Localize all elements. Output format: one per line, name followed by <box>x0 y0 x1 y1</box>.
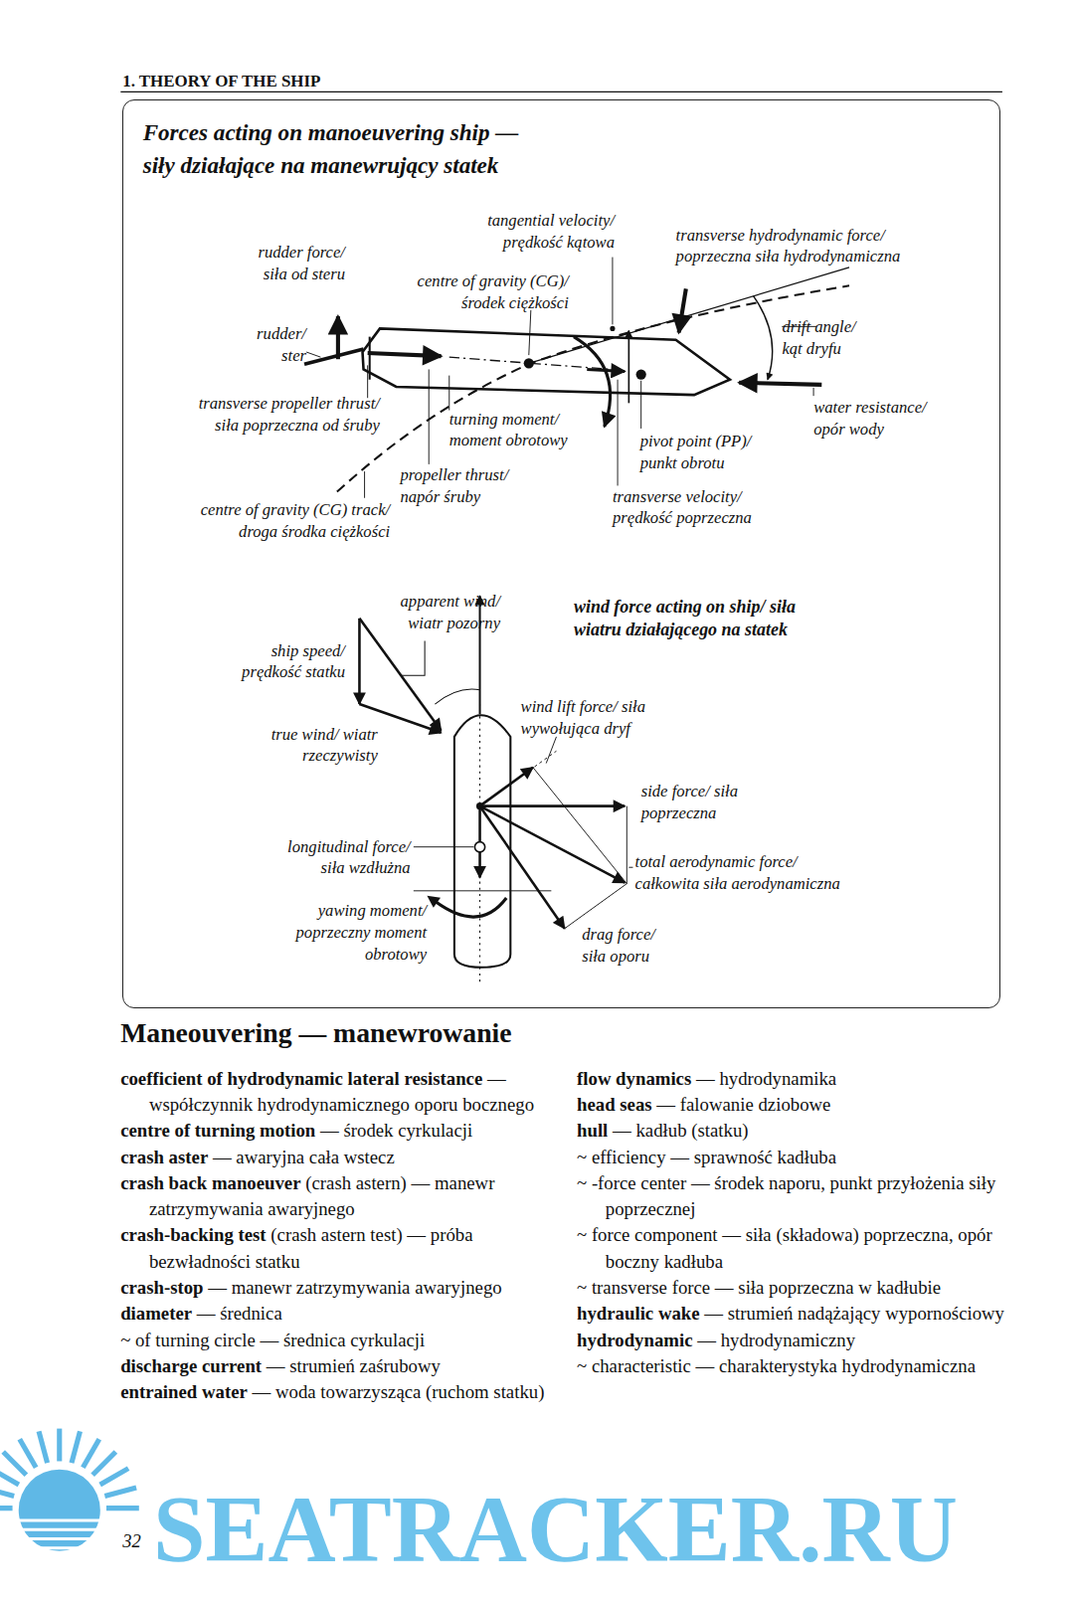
glossary-entry: head seas— falowanie dziobowe <box>576 1091 1016 1118</box>
glossary-definition: — średnica <box>196 1302 283 1324</box>
page-header: 1. THEORY OF THE SHIP <box>122 71 321 92</box>
glossary-subentry: ~ efficiency — sprawność kadłuba <box>576 1146 837 1168</box>
glossary-term: crash-backing test <box>120 1224 266 1246</box>
glossary-subentry: ~ transverse force — siła poprzeczna w k… <box>576 1276 941 1298</box>
force-label: true wind/ wiatr rzeczywisty <box>258 723 378 767</box>
glossary-term: diameter <box>120 1302 192 1324</box>
glossary-definition: — hydrodynamiczny <box>697 1329 856 1351</box>
glossary-definition: — awaryjna cała wstecz <box>212 1146 395 1168</box>
glossary-term: coefficient of hydrodynamic lateral resi… <box>120 1068 483 1089</box>
glossary-entry: flow dynamics— hydrodynamika <box>576 1066 1016 1092</box>
glossary-definition: — falowanie dziobowe <box>656 1093 831 1115</box>
force-label: pivot point (PP)/ punkt obrotu <box>640 430 757 474</box>
force-label: rudder/ ster <box>251 323 307 366</box>
glossary-column: coefficient of hydrodynamic lateral resi… <box>120 1066 559 1407</box>
glossary-entry: diameter— średnica <box>120 1300 559 1327</box>
glossary-term: hydraulic wake <box>576 1302 701 1324</box>
ship-manoeuvring <box>304 257 850 499</box>
force-label: turning moment/ moment obrotowy <box>449 408 573 452</box>
force-label: transverse propeller thrust/ siła poprze… <box>193 392 380 436</box>
header-rule <box>120 91 1003 93</box>
force-label: ship speed/ prędkość statku <box>236 640 346 684</box>
force-label: water resistance/ opór wody <box>813 396 931 440</box>
force-label: centre of gravity (CG) track/ droga środ… <box>195 499 391 542</box>
glossary-entry: ~ force component — siła (składowa) popr… <box>576 1222 1016 1275</box>
force-label: apparent wind/ wiatr pozorny <box>395 590 502 634</box>
force-label: wind lift force/ siła wywołująca dryf <box>521 696 665 739</box>
glossary-entry: coefficient of hydrodynamic lateral resi… <box>120 1066 559 1119</box>
glossary-entry: hydrodynamic— hydrodynamiczny <box>576 1327 1016 1354</box>
glossary-subentry: ~ force component — siła (składowa) popr… <box>576 1224 993 1271</box>
glossary-definition: — strumień nadążający wypornościowy <box>704 1302 1005 1324</box>
glossary-entry: ~ efficiency — sprawność kadłuba <box>576 1144 1016 1171</box>
diagram-heading: wind force acting on ship/ siła wiatru d… <box>573 595 823 643</box>
glossary-entry: discharge current— strumień zaśrubowy <box>120 1353 559 1380</box>
force-label: tangential velocity/ prędkość kątowa <box>482 209 615 253</box>
glossary-term: centre of turning motion <box>120 1119 316 1141</box>
glossary-definition: — manewr zatrzymywania awaryjnego <box>207 1276 502 1298</box>
glossary-term: entrained water <box>120 1381 248 1403</box>
force-label: yawing moment/ poprzeczny moment obrotow… <box>277 899 427 965</box>
force-label: longitudinal force/ siła wzdłużna <box>282 836 411 880</box>
glossary-subentry: ~ -force center — środek naporu, punkt p… <box>576 1172 996 1220</box>
force-label: rudder force/ siła od steru <box>252 241 346 285</box>
glossary-definition: — kadłub (statku) <box>612 1119 749 1141</box>
glossary-term: crash aster <box>120 1146 208 1168</box>
glossary-entry: crash-stop— manewr zatrzymywania awaryjn… <box>120 1274 559 1301</box>
glossary-definition: — środek cyrkulacji <box>320 1119 473 1141</box>
glossary-definition: — hydrodynamika <box>696 1068 837 1089</box>
force-label: total aerodynamic force/ całkowita siła … <box>635 851 846 895</box>
glossary-entry: centre of turning motion— środek cyrkula… <box>120 1117 559 1144</box>
glossary-entry: crash-backing test(crash astern test) — … <box>120 1222 559 1275</box>
force-label: transverse velocity/ prędkość poprzeczna <box>612 486 757 530</box>
glossary-entry: crash back manoeuver(crash astern) — man… <box>120 1170 559 1224</box>
force-label: drag force/ siła oporu <box>581 923 661 967</box>
glossary-term: head seas <box>576 1093 653 1115</box>
watermark-sun <box>0 1429 140 1552</box>
glossary-definition: — woda towarzysząca (ruchom statku) <box>252 1381 545 1403</box>
glossary-entry: ~ characteristic — charakterystyka hydro… <box>576 1353 1016 1380</box>
glossary-term: crash-stop <box>120 1276 203 1298</box>
glossary-term: flow dynamics <box>576 1068 692 1089</box>
glossary-entry: ~ of turning circle — średnica cyrkulacj… <box>120 1327 559 1354</box>
page-number: 32 <box>122 1531 141 1553</box>
force-label: propeller thrust/ napór śruby <box>399 464 514 508</box>
force-label: centre of gravity (CG)/ środek ciężkości <box>412 270 569 314</box>
glossary-entry: hull— kadłub (statku) <box>576 1117 1016 1144</box>
watermark: SEATRACKER.RU <box>153 1482 958 1577</box>
glossary-entry: entrained water— woda towarzysząca (ruch… <box>120 1379 559 1406</box>
glossary-term: discharge current <box>120 1355 262 1377</box>
force-label: transverse hydrodynamic force/ poprzeczn… <box>676 224 906 268</box>
glossary-term: hull <box>576 1119 608 1141</box>
glossary-column: flow dynamics— hydrodynamikahead seas— f… <box>576 1066 1016 1380</box>
glossary-subentry: ~ characteristic — charakterystyka hydro… <box>576 1355 976 1377</box>
glossary-subentry: ~ of turning circle — średnica cyrkulacj… <box>120 1329 425 1351</box>
section-heading: Maneouvering — manewrowanie <box>120 1017 512 1050</box>
glossary-term: crash back manoeuver <box>120 1172 301 1194</box>
glossary-term: hydrodynamic <box>576 1329 693 1351</box>
glossary-entry: hydraulic wake— strumień nadążający wypo… <box>576 1300 1016 1327</box>
glossary-entry: ~ transverse force — siła poprzeczna w k… <box>576 1274 1016 1301</box>
glossary-entry: crash aster— awaryjna cała wstecz <box>120 1144 559 1171</box>
glossary-definition: — strumień zaśrubowy <box>266 1355 441 1377</box>
figure-title: Forces acting on manoeuvering ship — sił… <box>143 116 525 183</box>
force-label: side force/ siła poprzeczna <box>641 780 750 824</box>
force-label: drift angle/ kąt dryfu <box>781 316 861 359</box>
glossary-entry: ~ -force center — środek naporu, punkt p… <box>576 1170 1016 1224</box>
